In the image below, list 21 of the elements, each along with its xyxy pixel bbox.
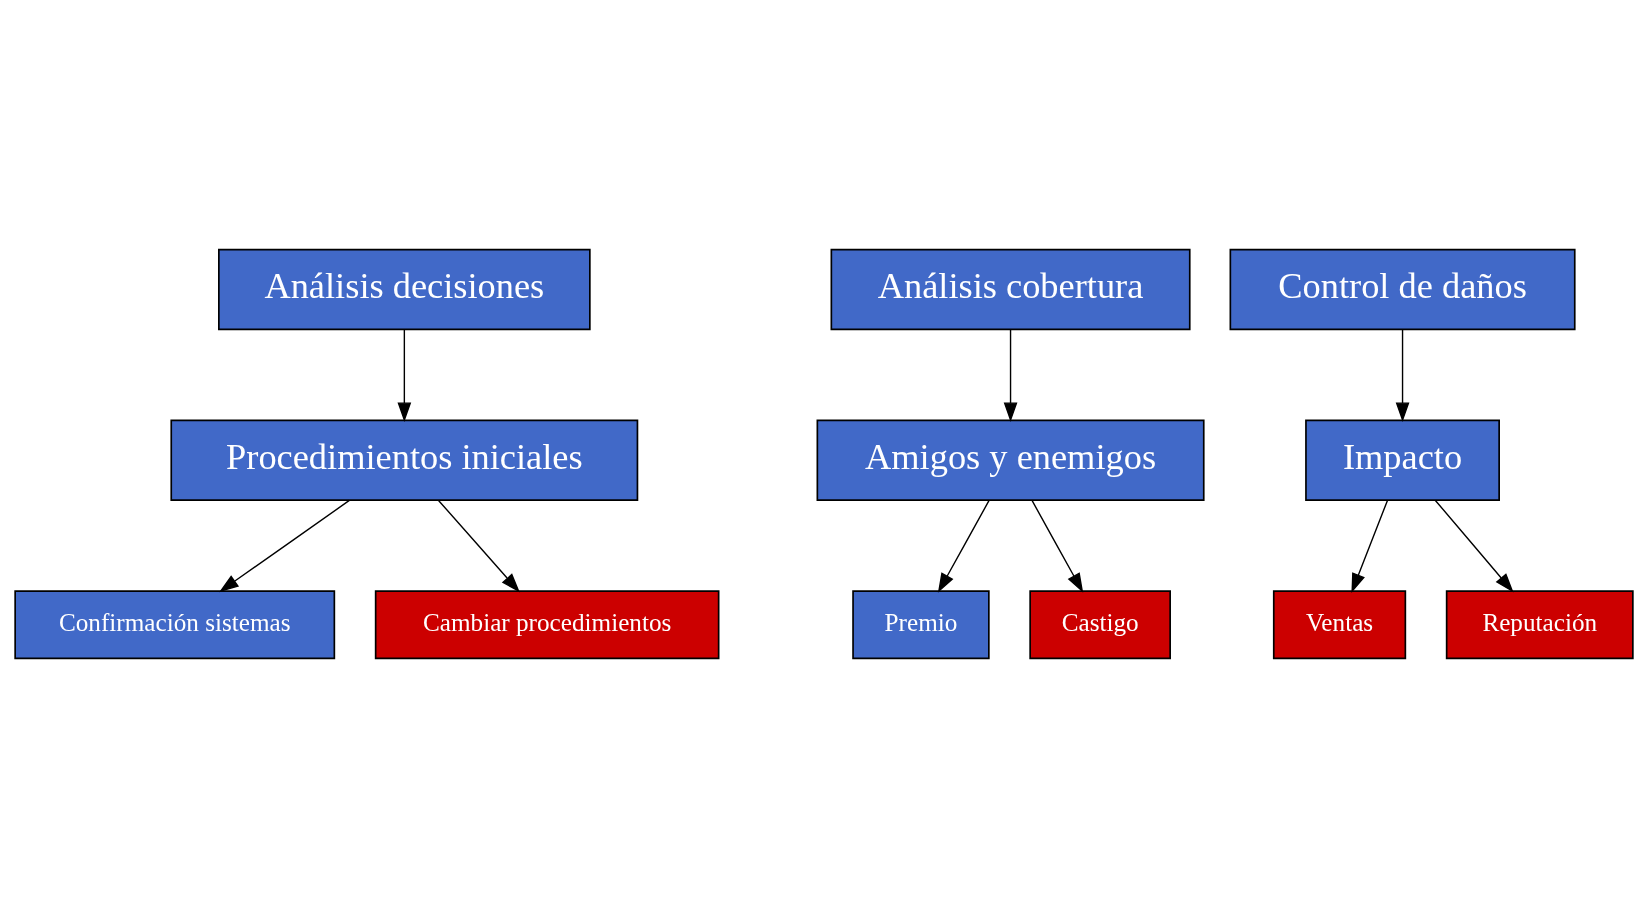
node-box: Impacto <box>1305 419 1500 501</box>
node-box: Reputación <box>1445 589 1634 659</box>
arrow <box>1351 499 1389 593</box>
arrow <box>1434 499 1514 593</box>
node-box: Ventas <box>1272 589 1407 659</box>
node-box: Confirmación sistemas <box>14 589 336 659</box>
node-box: Análisis cobertura <box>830 248 1191 330</box>
arrow <box>1031 499 1084 593</box>
arrow <box>1395 328 1410 422</box>
node-box: Procedimientos iniciales <box>170 419 639 501</box>
arrow <box>219 499 351 592</box>
arrow <box>1003 328 1018 422</box>
node-box: Premio <box>852 589 990 659</box>
node-box: Castigo <box>1029 589 1171 659</box>
arrow <box>937 499 990 593</box>
node-box: Análisis decisiones <box>218 248 591 330</box>
node-box: Amigos y enemigos <box>816 419 1205 501</box>
node-box: Cambiar procedimientos <box>374 589 720 659</box>
arrow <box>397 328 412 422</box>
arrow <box>437 499 520 593</box>
node-box: Control de daños <box>1229 248 1576 330</box>
